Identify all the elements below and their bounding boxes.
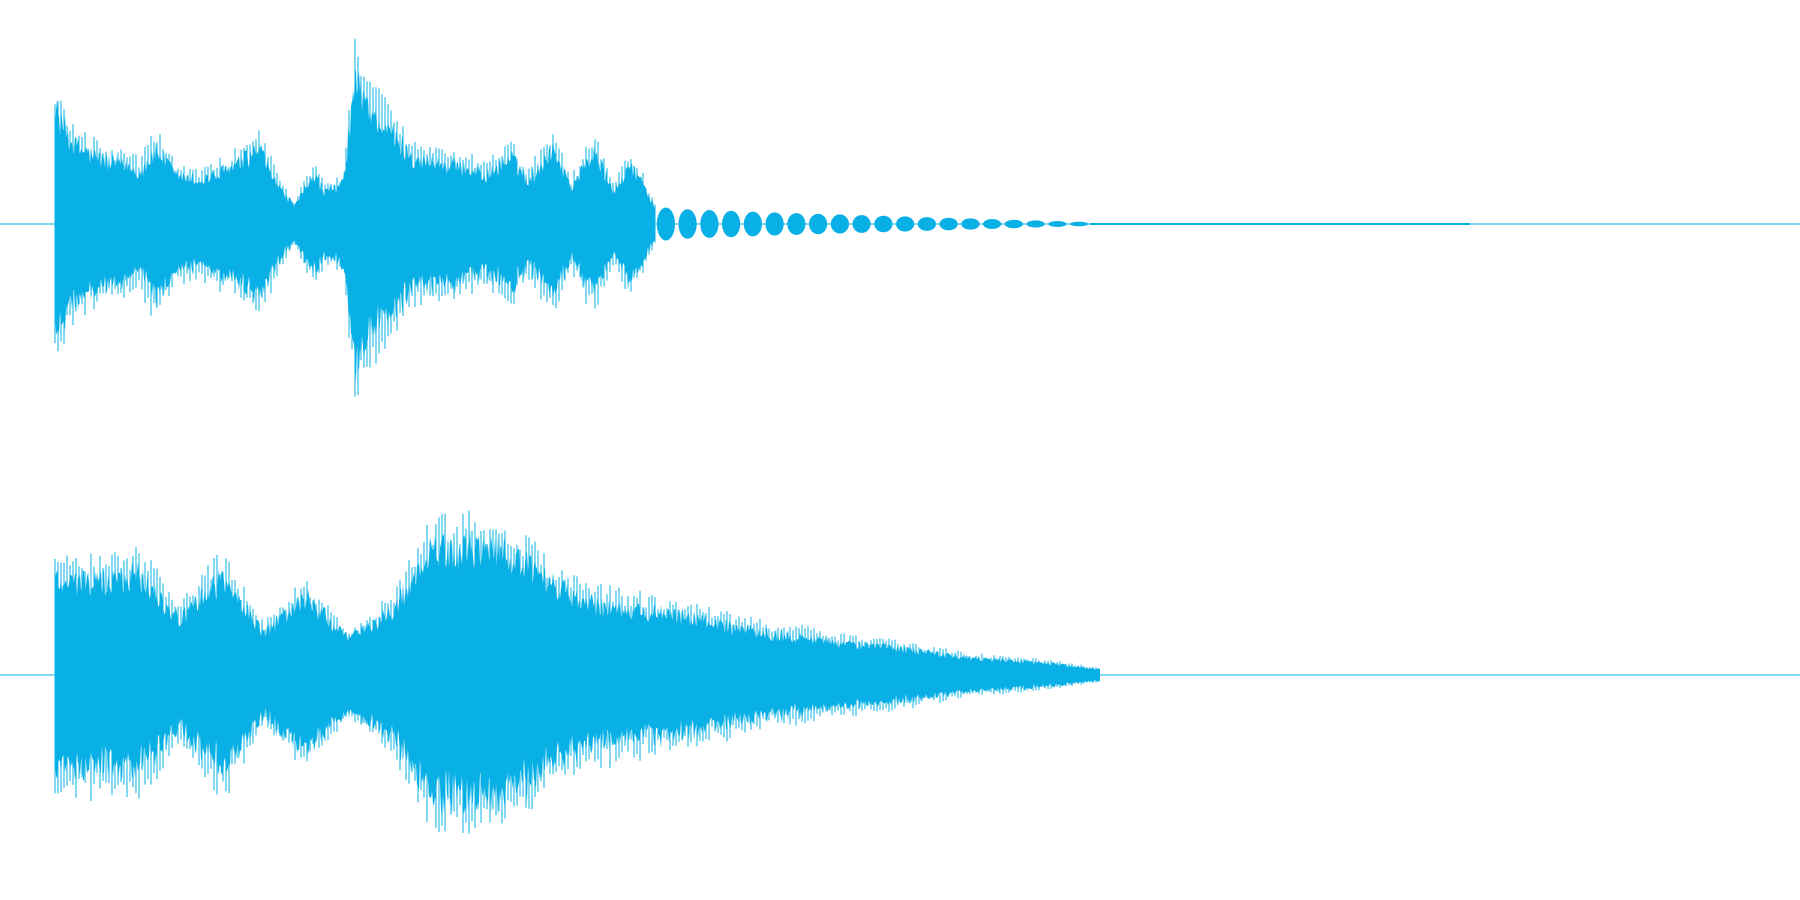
channel-upper-lobe: [852, 215, 871, 233]
channel-upper-lobe: [1004, 219, 1024, 229]
channel-upper-lobe: [896, 216, 915, 232]
channel-upper-lobe: [917, 217, 937, 231]
channel-upper-lobe: [743, 211, 763, 237]
channel-upper-tail: [1090, 223, 1470, 225]
channel-upper-lobe: [787, 213, 806, 235]
channel-upper-lobe: [874, 215, 893, 233]
channel-upper-lobe: [722, 210, 741, 238]
channel-upper-lobe: [765, 212, 784, 236]
channel-upper-lobe: [700, 210, 719, 238]
channel-upper-waveform: [54, 38, 1470, 397]
channel-upper-lobe: [1026, 220, 1045, 228]
channel-upper-lobe: [656, 207, 676, 241]
channel-upper-lobe: [939, 217, 958, 231]
channel-lower-waveform: [54, 510, 1100, 834]
channel-upper-lobe: [1048, 221, 1067, 227]
channel-upper-lobe: [678, 209, 697, 239]
channel-upper-lobe: [961, 218, 980, 230]
channel-upper-lobe: [809, 213, 828, 235]
channel-upper-lobe: [830, 214, 850, 234]
channel-upper-lobe: [1070, 221, 1089, 227]
channel-upper-lobe: [983, 219, 1002, 229]
